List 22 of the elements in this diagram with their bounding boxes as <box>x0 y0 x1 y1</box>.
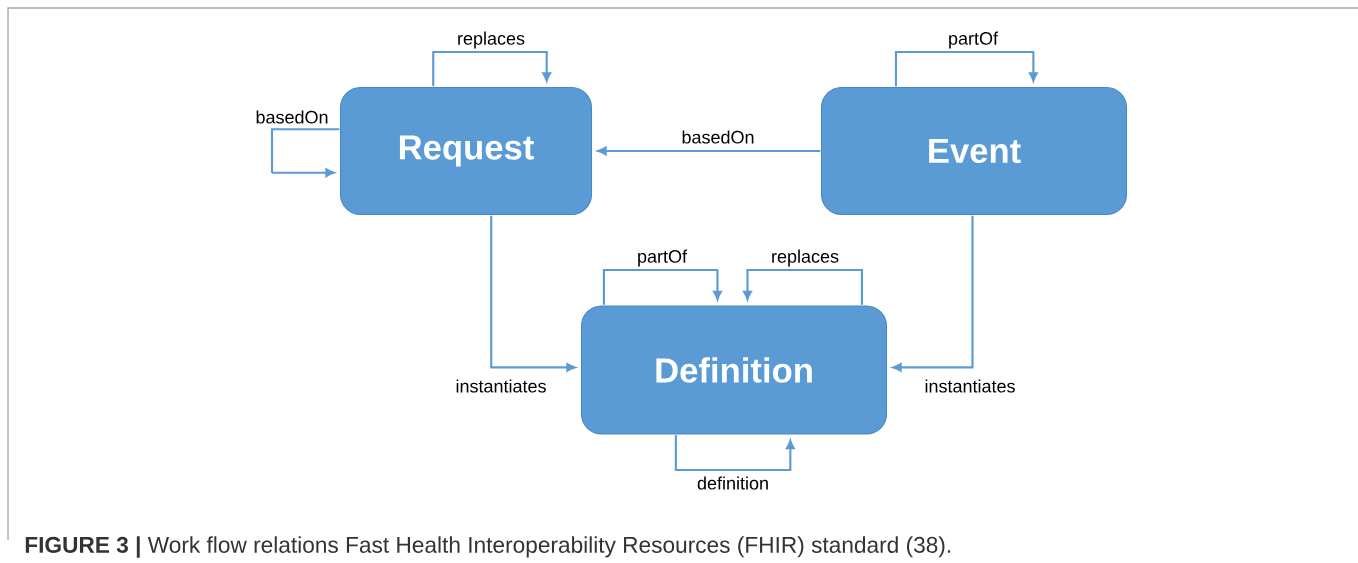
edge-label: partOf <box>946 30 1000 50</box>
edge-label: basedOn <box>680 129 756 145</box>
edge-label: basedOn <box>254 109 330 125</box>
arrow <box>270 128 340 178</box>
arrow <box>892 215 974 372</box>
arrow <box>602 268 722 305</box>
edge-label: instantiates <box>923 378 1017 394</box>
process-box: Request <box>340 86 593 216</box>
process-box: Definition <box>580 305 888 435</box>
edge-label: partOf <box>635 248 689 268</box>
arrow <box>894 50 1038 87</box>
arrow <box>743 268 863 305</box>
figure-caption: FIGURE 3 | Work flow relations Fast Health Interoperability Resources (FHIR) standard (38). <box>25 536 951 558</box>
edge-label: replaces <box>769 248 841 268</box>
arrow <box>597 146 821 156</box>
edge-label: replaces <box>455 30 527 50</box>
arrow <box>432 50 552 87</box>
edge-label: definition <box>695 475 771 491</box>
arrow <box>674 435 795 472</box>
edge-label: instantiates <box>454 378 548 394</box>
process-box: Event <box>820 86 1128 216</box>
arrow <box>490 215 576 372</box>
